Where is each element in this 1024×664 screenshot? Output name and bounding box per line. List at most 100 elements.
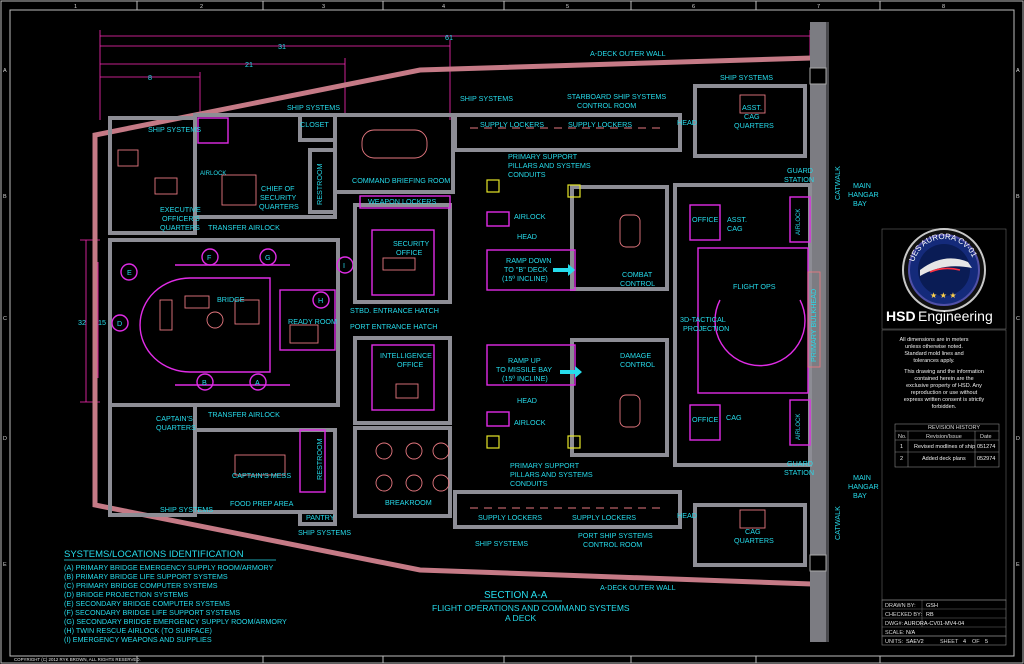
label-asst-cag-2: CAG <box>727 224 743 233</box>
label-guard-3: GUARD <box>787 459 813 468</box>
label-cag-q-2: QUARTERS <box>734 536 774 545</box>
dim-21: 21 <box>245 60 253 69</box>
units-value: SAEV2 <box>906 639 924 645</box>
label-ship-systems-4: SHIP SYSTEMS <box>720 73 773 82</box>
note-1-line-1: All dimensions are in meters <box>899 337 968 343</box>
col-label-5: 5 <box>566 4 569 10</box>
label-ramp-up-2: TO MISSILE BAY <box>496 365 552 374</box>
label-guard-1: GUARD <box>787 166 813 175</box>
label-ready-room: READY ROOM <box>288 317 337 326</box>
dimension-lines: 61 31 21 8 32 15 <box>78 30 811 403</box>
note-2-line-1: This drawing and the information <box>904 369 984 375</box>
brand-hsd: HSD <box>886 308 916 324</box>
drawn-by-value: GSH <box>926 603 938 609</box>
legend-item-g: (G) SECONDARY BRIDGE EMERGENCY SUPPLY RO… <box>64 617 287 626</box>
room-labels: A-DECK OUTER WALL A-DECK OUTER WALL SHIP… <box>117 49 879 592</box>
label-catwalk-2: CATWALK <box>833 506 842 540</box>
scale-label: SCALE: <box>885 630 905 636</box>
sheet-value: 4 <box>963 639 966 645</box>
systems-legend: SYSTEMS/LOCATIONS IDENTIFICATION (A) PRI… <box>64 549 287 644</box>
row-label-d: D <box>3 436 7 442</box>
label-guard-2: STATION <box>784 175 814 184</box>
label-restroom-2: RESTROOM <box>315 438 324 480</box>
label-chief-1: CHIEF OF <box>261 184 295 193</box>
label-bridge-a: A <box>255 378 260 387</box>
grid-column-labels: 1 2 3 4 5 6 7 8 <box>74 1 945 663</box>
label-intel-1: INTELLIGENCE <box>380 351 432 360</box>
label-tactical-2: PROJECTION <box>683 324 729 333</box>
label-supply-lockers-1: SUPPLY LOCKERS <box>480 120 544 129</box>
label-pillars-2b: PILLARS AND SYSTEMS <box>510 470 593 479</box>
label-cag-q-1: CAG <box>745 527 761 536</box>
label-guard-4: STATION <box>784 468 814 477</box>
label-bridge: BRIDGE <box>217 295 245 304</box>
label-port-control-2: CONTROL ROOM <box>583 540 642 549</box>
row-label-c-right: C <box>1016 316 1020 322</box>
label-supply-lockers-4: SUPPLY LOCKERS <box>572 513 636 522</box>
col-label-6: 6 <box>692 4 695 10</box>
label-captain-q-2: QUARTERS <box>156 423 196 432</box>
label-pillars-1a: PRIMARY SUPPORT <box>508 152 578 161</box>
intelligence-block <box>353 336 452 425</box>
note-2-line-3: exclusive property of HSD. Any <box>906 383 982 389</box>
revision-header-issue: Revision/Issue <box>926 434 962 440</box>
label-head-2: HEAD <box>677 511 697 520</box>
sheet-label: SHEET <box>940 639 959 645</box>
label-chief-2: SECURITY <box>260 193 297 202</box>
label-ship-systems-5: SHIP SYSTEMS <box>160 505 213 514</box>
label-bridge-d: D <box>117 319 122 328</box>
label-primary-bulkhead: PRIMARY BULKHEAD <box>809 289 818 362</box>
label-captain-q-1: CAPTAIN'S <box>156 414 193 423</box>
col-label-1: 1 <box>74 4 77 10</box>
label-bridge-f: F <box>207 253 212 262</box>
label-security-1: SECURITY <box>393 239 430 248</box>
label-hangar-1a: MAIN <box>853 181 871 190</box>
label-ship-systems-6: SHIP SYSTEMS <box>298 528 351 537</box>
label-office-1: OFFICE <box>692 215 719 224</box>
label-weapon-lockers: WEAPON LOCKERS <box>368 197 437 206</box>
label-bridge-i: I <box>343 261 345 270</box>
dim-8: 8 <box>148 73 152 82</box>
label-damage-1: DAMAGE <box>620 351 651 360</box>
revision-1-no: 1 <box>900 444 903 450</box>
revision-header-date: Date <box>980 434 992 440</box>
label-command-briefing: COMMAND BRIEFING ROOM <box>352 176 450 185</box>
label-food-prep: FOOD PREP AREA <box>230 499 294 508</box>
briefing-room <box>333 113 455 194</box>
dim-61: 61 <box>445 33 453 42</box>
label-ship-systems-7: SHIP SYSTEMS <box>475 539 528 548</box>
label-head-1: HEAD <box>677 118 697 127</box>
svg-text:★ ★ ★: ★ ★ ★ <box>930 291 957 300</box>
legend-item-f: (F) SECONDARY BRIDGE LIFE SUPPORT SYSTEM… <box>64 608 240 617</box>
label-hangar-2a: MAIN <box>853 473 871 482</box>
label-closet: CLOSET <box>300 120 329 129</box>
control-rooms <box>486 179 669 457</box>
brand-engineering: Engineering <box>918 308 993 324</box>
label-intel-2: OFFICE <box>397 360 424 369</box>
label-port-control-1: PORT SHIP SYSTEMS <box>578 531 653 540</box>
legend-title: SYSTEMS/LOCATIONS IDENTIFICATION <box>64 549 244 560</box>
row-label-c: C <box>3 316 7 322</box>
label-bridge-e: E <box>127 268 132 277</box>
label-head-4: HEAD <box>517 396 537 405</box>
section-deck: A DECK <box>505 613 537 623</box>
label-catwalk-1: CATWALK <box>833 166 842 200</box>
label-starboard-control-2: CONTROL ROOM <box>577 101 636 110</box>
dim-15: 15 <box>98 318 106 327</box>
legend-item-e: (E) SECONDARY BRIDGE COMPUTER SYSTEMS <box>64 599 230 608</box>
label-supply-lockers-2: SUPPLY LOCKERS <box>568 120 632 129</box>
label-office-2: OFFICE <box>692 415 719 424</box>
legend-item-c: (C) PRIMARY BRIDGE COMPUTER SYSTEMS <box>64 581 218 590</box>
label-pantry: PANTRY <box>306 513 335 522</box>
label-bridge-b: B <box>202 378 207 387</box>
bridge-area <box>108 238 354 407</box>
label-ramp-up-3: (15º INCLINE) <box>502 374 548 383</box>
dim-31: 31 <box>278 42 286 51</box>
dwg-value: AURORA-CV01-MV4-04 <box>904 621 964 627</box>
flight-ops <box>673 183 821 467</box>
label-chief-3: QUARTERS <box>259 202 299 211</box>
label-ship-systems-3: SHIP SYSTEMS <box>460 94 513 103</box>
revision-header-no: No. <box>898 434 907 440</box>
note-1-line-2: unless otherwise noted. <box>905 344 963 350</box>
